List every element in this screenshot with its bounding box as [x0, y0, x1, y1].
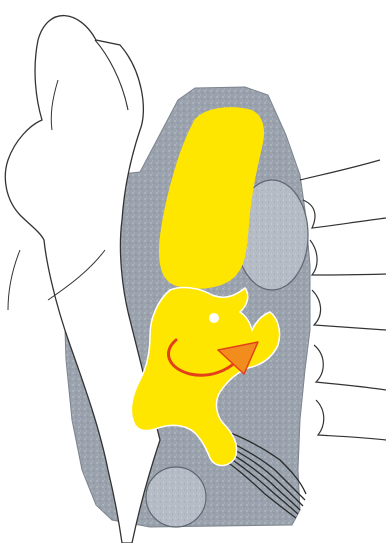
right-side-finger-outlines: [300, 160, 386, 440]
leg-contour-line: [8, 250, 20, 310]
round-gray-structure-bottom: [146, 467, 206, 527]
central-small-hole: [209, 313, 219, 323]
